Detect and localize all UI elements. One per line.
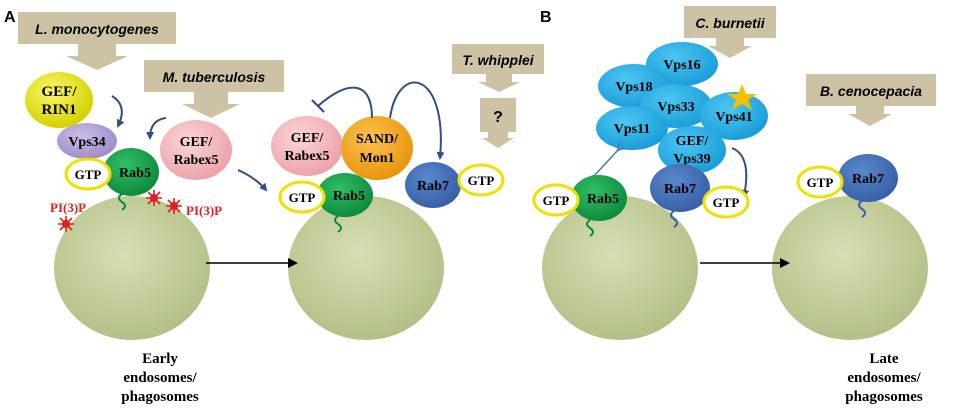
vps39-label-2: Vps39 (673, 152, 710, 167)
rabex5-label-2: Rabex5 (173, 153, 218, 168)
rab5-protein-early: Rab5 (103, 148, 159, 211)
sand-mon1-label-2: Mon1 (360, 151, 395, 166)
hops-complex: Vps16 Vps18 Vps33 Vps11 Vps41 GEF/ Vps39 (596, 42, 768, 174)
vps39-activation-arrow (731, 147, 750, 198)
mtb-callout: M. tuberculosis (144, 60, 284, 118)
coxiella-label: C. burnetii (695, 15, 765, 31)
early-caption: Early endosomes/ phagosomes (100, 350, 220, 407)
gtp-label-early: GTP (75, 167, 102, 182)
late-vesicle-right (772, 196, 928, 340)
late-caption: Late endosomes/ phagosomes (824, 350, 944, 407)
mon1-inhibits-rabex5-arc (317, 86, 373, 119)
rab5-label-late: Rab5 (587, 192, 619, 207)
rab5-label-early: Rab5 (119, 166, 151, 181)
listeria-label: L. monocytogenes (35, 21, 159, 37)
mtb-label: M. tuberculosis (163, 69, 266, 85)
vps39-label-1: GEF/ (676, 134, 710, 149)
early-vesicle-right (288, 196, 444, 340)
gtp-label-b-right-rab7: GTP (807, 175, 834, 190)
gef-vps39-protein (658, 126, 726, 174)
vps41-label: Vps41 (715, 110, 752, 125)
rab5-lipid-anchor (118, 193, 126, 211)
gtp-label-late-rab5: GTP (543, 193, 570, 208)
pi3p-label-left: PI(3)P (50, 200, 86, 215)
early-caption-line-1: Early (142, 351, 178, 367)
late-caption-line-2: endosomes/ (847, 370, 921, 386)
gtp-ring-b-right-rab7: GTP (796, 165, 844, 199)
whipplei-unknown: ? (493, 109, 503, 126)
gef-rin1-protein: GEF/ RIN1 (25, 72, 93, 128)
coxiella-callout: C. burnetii (684, 6, 776, 58)
pi3p-label-right: PI(3)P (186, 203, 222, 218)
vps18-label: Vps18 (615, 80, 652, 95)
pi3p-burst-icon (166, 198, 182, 214)
early-vesicle-left (54, 196, 210, 340)
vps11-protein (596, 106, 668, 150)
rab5-label-mid: Rab5 (333, 189, 365, 204)
gef-rabex5-protein-mid: GEF/ Rabex5 (271, 116, 343, 176)
gtp-ring-b-left-rab7: GTP (702, 185, 750, 219)
gtp-ring-early: GTP (64, 157, 112, 191)
whipplei-label: T. whipplei (462, 52, 534, 68)
unknown-box (480, 98, 516, 132)
pi3p-marker-left: PI(3)P (50, 200, 86, 232)
vps34-protein: Vps34 (57, 123, 117, 159)
hops-rab5-interaction-arrow (594, 150, 618, 176)
inhibition-bar (311, 99, 325, 113)
gtp-label-b-left-rab7: GTP (713, 195, 740, 210)
rab5-lipid-anchor (586, 219, 594, 237)
rin1-activation-arrow (111, 95, 125, 128)
rab7-label-b-right: Rab7 (852, 172, 884, 187)
gtp-ring-a-rab7: GTP (457, 163, 505, 197)
sand-mon1-protein: SAND/ Mon1 (341, 116, 413, 180)
rabex5-activation-arrow (146, 117, 167, 140)
mon1-activates-rab7-arc (389, 81, 445, 160)
gef-rin1-label-2: RIN1 (41, 102, 76, 118)
gef-rin1-label-1: GEF/ (41, 84, 77, 100)
pi3p-burst-icon (146, 190, 162, 206)
early-caption-line-2: endosomes/ (123, 370, 197, 386)
rab7-protein-a: Rab7 (405, 162, 461, 208)
late-caption-line-3: phagosomes (845, 389, 923, 405)
gef-rabex5-protein-early: GEF/ Rabex5 (160, 120, 232, 180)
rab7-lipid-anchor (670, 210, 678, 228)
gtp-ring-mid: GTP (278, 180, 326, 214)
rab7-lipid-anchor (858, 200, 866, 218)
gtp-label-mid: GTP (289, 190, 316, 205)
star-icon (727, 84, 757, 110)
pi3p-burst-icon (58, 216, 74, 232)
panel-label-b: B (540, 9, 552, 26)
vps33-label: Vps33 (657, 100, 694, 115)
late-caption-line-1: Late (869, 351, 899, 367)
rab7-label-a: Rab7 (417, 179, 449, 194)
rabex5-mid-label-1: GEF/ (291, 131, 325, 146)
rab5-lipid-anchor (334, 215, 342, 233)
gtp-ring-late-rab5: GTP (532, 183, 580, 217)
late-vesicle-left (542, 196, 698, 340)
rabex5-mid-label-2: Rabex5 (284, 149, 329, 164)
rab5-protein-late: Rab5 (571, 175, 627, 237)
vps16-label: Vps16 (663, 58, 700, 73)
rab7-protein-b-left: Rab7 (650, 164, 710, 228)
whipplei-callout: T. whipplei ? (452, 44, 544, 148)
vps11-label: Vps11 (614, 122, 651, 137)
early-caption-line-3: phagosomes (121, 389, 199, 405)
panel-label-a: A (4, 9, 16, 26)
listeria-callout: L. monocytogenes (18, 12, 176, 70)
rab7-label-b-left: Rab7 (664, 182, 696, 197)
vps34-label: Vps34 (68, 135, 105, 150)
gtp-label-a-rab7: GTP (468, 173, 495, 188)
vps41-protein (700, 92, 768, 140)
sand-mon1-label-1: SAND/ (356, 132, 399, 147)
burkholderia-label: B. cenocepacia (820, 83, 922, 99)
rab5-protein-mid: Rab5 (317, 173, 373, 233)
rabex5-label-1: GEF/ (180, 135, 214, 150)
maturation-arrow-a (237, 169, 268, 192)
burkholderia-callout: B. cenocepacia (806, 74, 936, 126)
pi3p-marker-right: PI(3)P (146, 190, 222, 218)
rab7-protein-b-right: Rab7 (838, 154, 898, 218)
